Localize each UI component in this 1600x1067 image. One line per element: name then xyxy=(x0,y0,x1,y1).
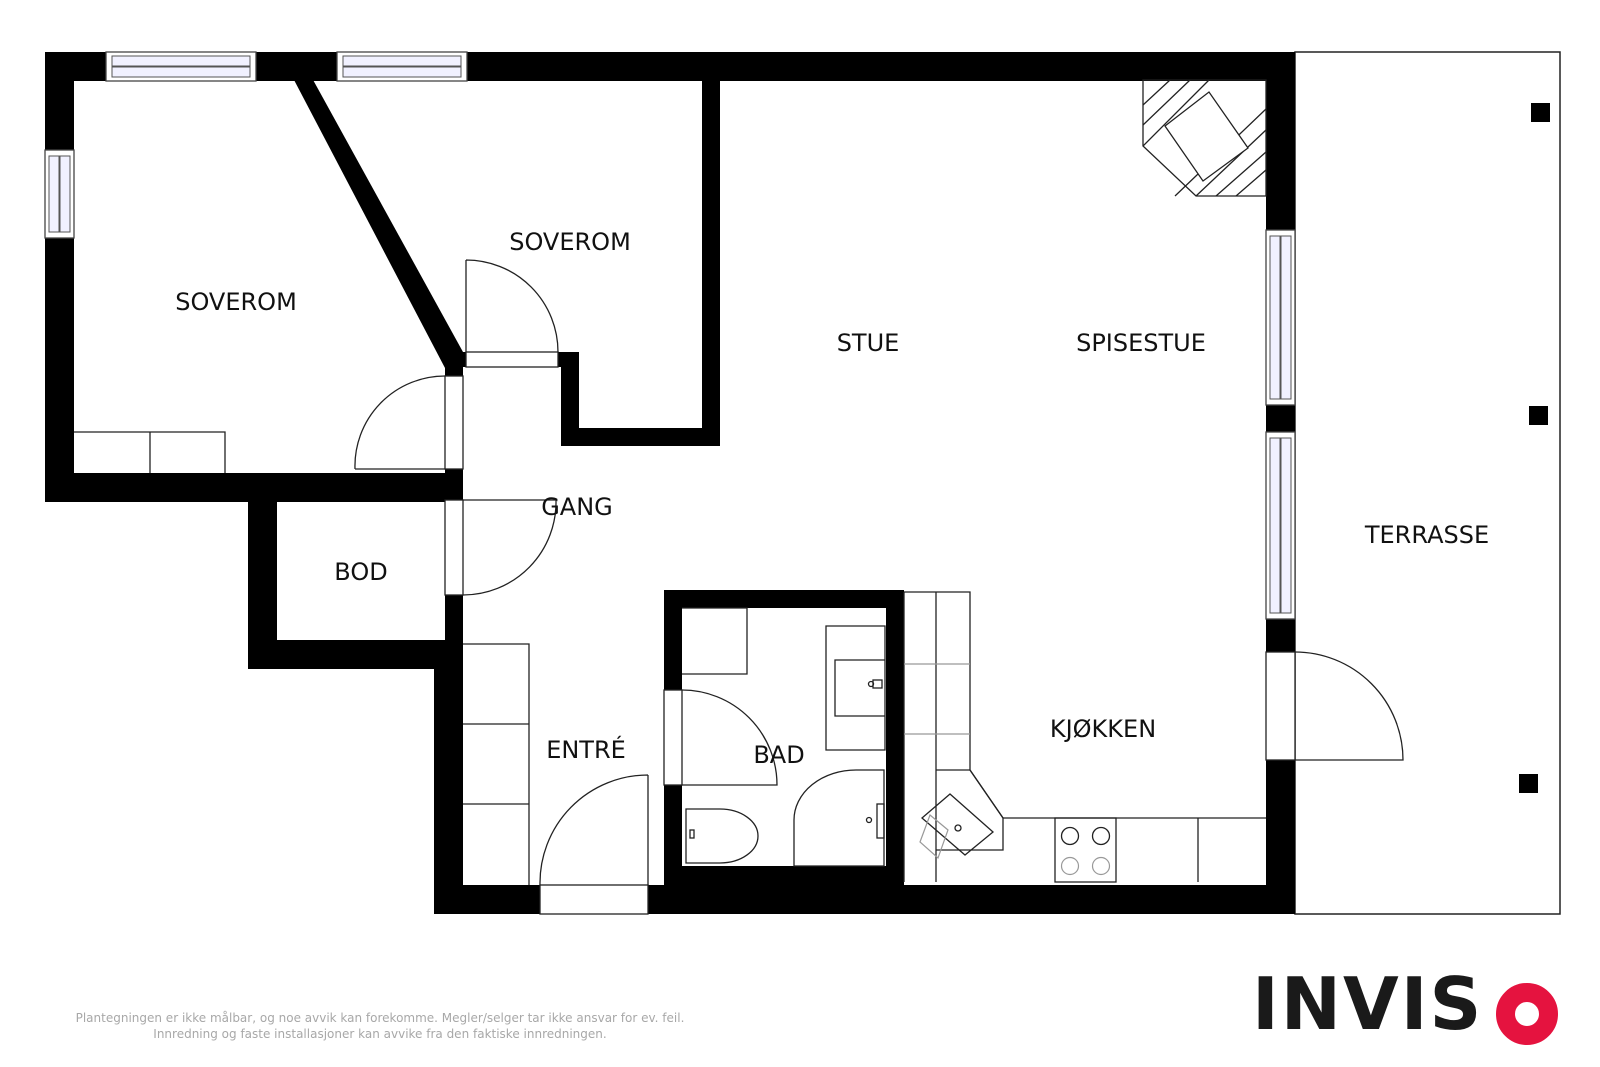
disclaimer-line-1: Plantegningen er ikke målbar, og noe avv… xyxy=(75,1011,685,1025)
room-label-spisestue: SPISESTUE xyxy=(1076,329,1206,357)
terrace-post xyxy=(1529,406,1548,425)
room-label-stue: STUE xyxy=(837,329,900,357)
room-label-bad: BAD xyxy=(753,741,804,769)
doors xyxy=(354,259,1404,915)
terrace-outline xyxy=(1294,51,1561,915)
room-label-soverom-2: SOVEROM xyxy=(509,228,631,256)
room-label-entre: ENTRÉ xyxy=(546,735,626,764)
room-label-gang: GANG xyxy=(541,493,613,521)
fixtures xyxy=(74,79,1267,885)
room-label-kjokken: KJØKKEN xyxy=(1050,715,1156,743)
room-labels: SOVEROM SOVEROM STUE SPISESTUE GANG BOD … xyxy=(175,228,1489,769)
terrace-post xyxy=(1531,103,1550,122)
room-label-soverom-1: SOVEROM xyxy=(175,288,297,316)
inviso-logo: INVIS xyxy=(1252,962,1484,1046)
disclaimer-line-2: Innredning og faste installasjoner kan a… xyxy=(153,1027,607,1041)
windows xyxy=(44,51,1296,620)
terrace-post xyxy=(1519,774,1538,793)
inviso-logo-o-mark xyxy=(1496,983,1558,1045)
room-label-terrasse: TERRASSE xyxy=(1364,521,1489,549)
room-label-bod: BOD xyxy=(334,558,387,586)
disclaimer: Plantegningen er ikke målbar, og noe avv… xyxy=(30,1010,730,1042)
